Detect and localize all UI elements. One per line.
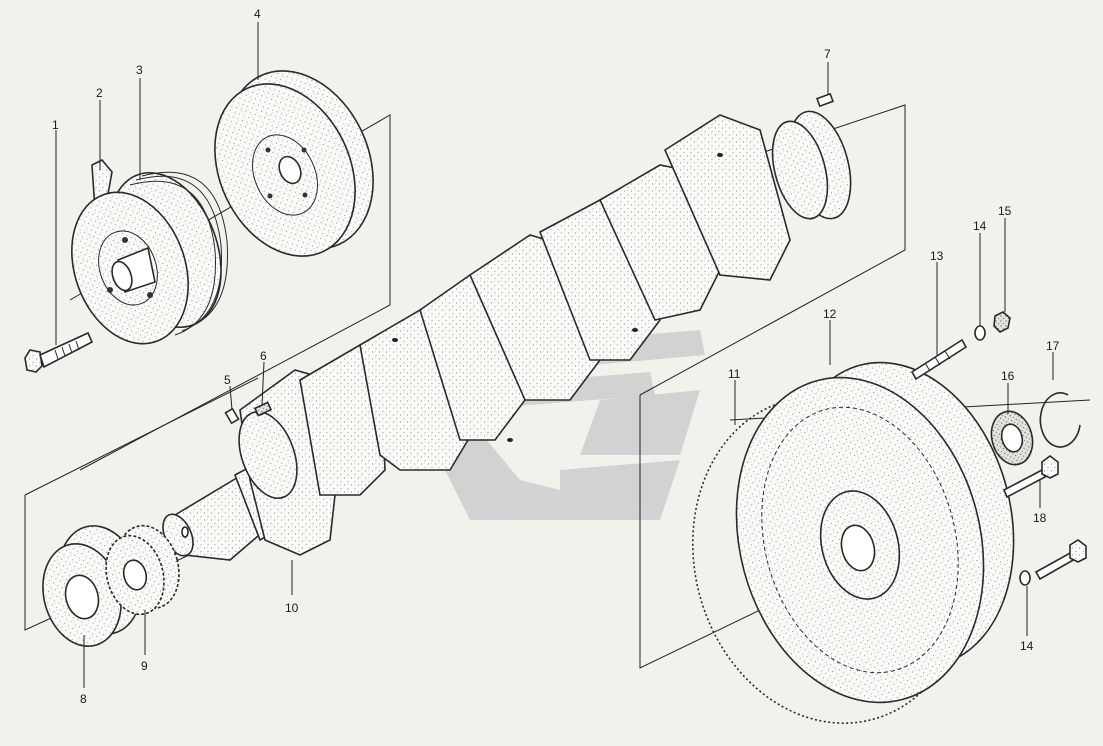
callout-14-upper: 14 xyxy=(973,219,987,233)
snap-ring-part-17 xyxy=(1039,392,1081,448)
callout-18: 18 xyxy=(1033,511,1047,525)
callout-13: 13 xyxy=(930,249,944,263)
callout-17: 17 xyxy=(1046,339,1060,353)
callout-6: 6 xyxy=(260,349,267,363)
bolt-part-18-upper xyxy=(1002,455,1059,499)
stud-part-13 xyxy=(910,338,968,381)
callout-14-lower: 14 xyxy=(1020,639,1034,653)
callout-3: 3 xyxy=(136,63,143,77)
bearing-part-16 xyxy=(990,410,1034,466)
callout-2: 2 xyxy=(96,86,103,100)
flywheel-part-12 xyxy=(735,361,1015,704)
crankshaft-part-10 xyxy=(162,110,852,561)
dowel-pin-part-7 xyxy=(816,92,834,108)
key-part-5 xyxy=(224,407,240,425)
gear-part-9 xyxy=(105,524,180,616)
nut-part-15 xyxy=(993,311,1011,333)
pulley-part-3 xyxy=(71,171,229,345)
washer-part-14-upper xyxy=(974,325,986,341)
washer-part-14-lower xyxy=(1019,570,1031,586)
callout-10: 10 xyxy=(285,601,299,615)
callout-7: 7 xyxy=(824,47,831,61)
bolt-part-1 xyxy=(24,331,94,373)
key-part-6 xyxy=(253,401,273,417)
callout-8: 8 xyxy=(80,692,87,706)
callout-5: 5 xyxy=(224,373,231,387)
callout-12: 12 xyxy=(823,307,837,321)
callout-9: 9 xyxy=(141,659,148,673)
callout-16: 16 xyxy=(1001,369,1015,383)
callout-11: 11 xyxy=(728,367,741,381)
callout-4: 4 xyxy=(254,7,261,21)
callout-15: 15 xyxy=(998,204,1012,218)
leader-lines xyxy=(55,22,1054,688)
callout-1: 1 xyxy=(52,118,59,132)
bolt-part-18-lower xyxy=(1034,539,1087,581)
damper-disc-part-4 xyxy=(214,70,374,257)
